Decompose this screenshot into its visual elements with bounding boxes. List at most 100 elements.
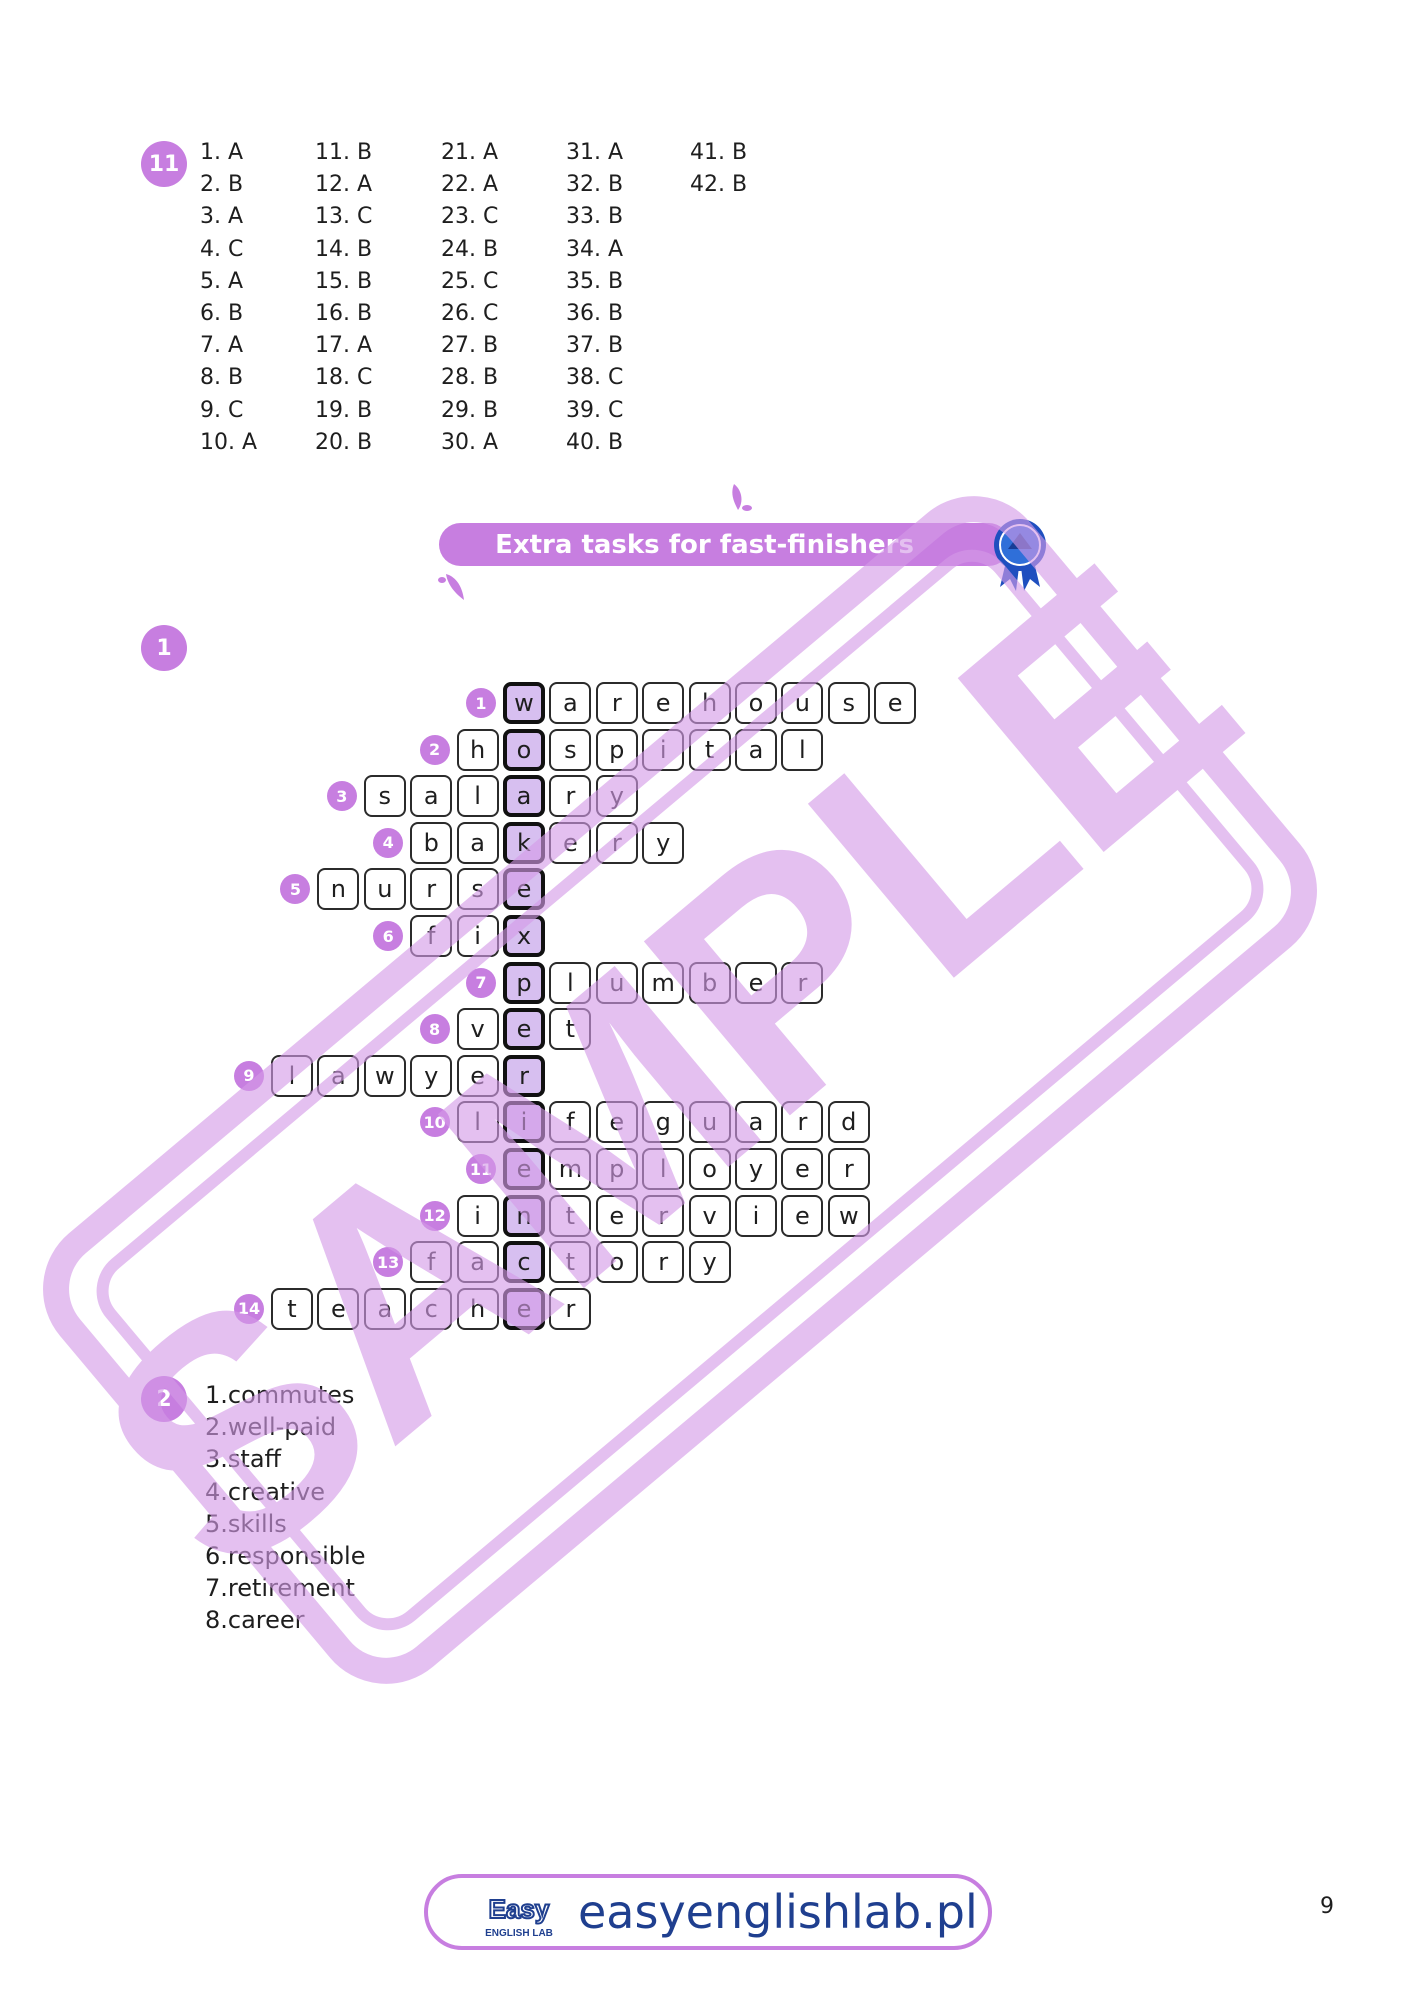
crossword-cell: y [410,1054,453,1097]
crossword-cell: i [456,915,499,957]
crossword-cell: e [317,1287,360,1330]
crossword-cell: l [549,961,592,1004]
easy-english-lab-logo: Easy ENGLISH LAB [485,1893,553,1939]
answer-key-item: 41. B [690,140,748,165]
answer-key-item: 34. A [566,236,624,262]
crossword-cell: l [456,1101,499,1144]
crossword-cell: p [595,728,638,771]
answer-key-item: 16. B [315,300,373,326]
crossword-cell: a [456,821,499,864]
answer-key-item: 13. C [315,204,373,230]
crossword-cell: r [781,961,824,1004]
crossword-cell: t [688,728,731,771]
answer-key-item: 18. C [315,365,373,391]
answer-key-item: 6. B [200,300,244,326]
exercise-2-item: 5.skills [205,1509,287,1538]
answer-key-item: 27. B [441,333,499,359]
crossword-key-cell: e [503,1287,545,1330]
crossword-cell: h [688,682,731,724]
crossword-key-cell: o [503,728,545,771]
crossword-cell: r [410,868,453,911]
crossword-cell: e [735,961,777,1004]
exercise-2-item: 1.commutes [205,1381,355,1409]
crossword-cell: m [549,1148,592,1190]
answer-key-item: 24. B [441,236,499,262]
crossword-key-cell: p [503,961,545,1004]
crossword-cell: l [642,1148,685,1190]
crossword-cell: o [595,1241,638,1284]
clue-number: 10 [419,1107,450,1138]
answer-key-item: 10. A [200,429,258,455]
crossword-cell: l [456,775,499,818]
crossword-key-cell: n [503,1194,545,1237]
crossword-cell: r [642,1241,685,1284]
answer-key-item: 42. B [690,172,748,198]
answer-key-item: 33. B [566,204,624,230]
answer-key-item: 17. A [315,333,373,359]
crossword-cell: b [688,961,731,1004]
answer-key-item: 36. B [566,300,624,326]
answer-key-item: 8. B [200,365,244,391]
crossword-cell: v [688,1194,731,1237]
crossword-cell: r [827,1148,870,1190]
crossword-cell: w [363,1054,406,1097]
svg-text:Easy: Easy [489,1894,550,1924]
clue-number: 13 [373,1247,404,1278]
crossword-cell: f [410,1241,453,1284]
crossword-cell: t [549,1194,592,1237]
crossword-cell: y [642,821,685,864]
crossword-cell: w [827,1194,870,1237]
answer-key-badge: 11 [141,141,187,187]
answer-key-item: 14. B [315,236,373,262]
answer-key-item: 5. A [200,268,244,294]
crossword-cell: o [688,1148,731,1190]
crossword-cell: s [363,775,406,818]
crossword-cell: n [317,868,360,911]
crossword-cell: e [781,1148,824,1190]
crossword-key-cell: r [503,1054,545,1097]
crossword-cell: u [781,682,824,724]
clue-number: 9 [234,1060,264,1091]
exercise-2-badge: 2 [141,1376,187,1422]
exercise-2-item: 8.career [205,1606,305,1635]
crossword-cell: l [271,1054,313,1097]
crossword-cell: i [642,728,685,771]
crossword-cell: e [595,1101,638,1144]
crossword-cell: a [456,1241,499,1284]
answer-key-item: 21. A [441,140,499,165]
crossword-cell: a [549,682,592,724]
crossword-cell: i [735,1194,777,1237]
crossword-cell: m [642,961,685,1004]
crossword-cell: u [688,1101,731,1144]
clue-number: 1 [466,688,496,718]
crossword-key-cell: e [503,1148,545,1190]
crossword-cell: b [410,821,453,864]
crossword-cell: a [317,1054,360,1097]
crossword-key-cell: i [503,1101,545,1144]
crossword-cell: r [595,682,638,724]
crossword-key-cell: w [503,682,545,724]
website-url-link[interactable]: easyenglishlab.pl [578,1885,978,1939]
crossword-cell: s [827,682,870,724]
footer-website-pill[interactable]: Easy ENGLISH LAB easyenglishlab.pl [424,1874,992,1950]
answer-key-item: 35. B [566,268,624,294]
crossword-cell: e [549,821,592,864]
crossword-cell: r [642,1194,685,1237]
crossword-cell: f [410,915,453,957]
answer-key-item: 19. B [315,397,373,423]
crossword-cell: t [549,1008,592,1051]
answer-key-item: 38. C [566,365,624,391]
answer-key-item: 37. B [566,333,624,359]
exercise-2-item: 2.well-paid [205,1413,337,1442]
clue-number: 8 [419,1014,450,1045]
exercise-2-item: 3.staff [205,1445,282,1474]
exercise-2-item: 7.retirement [205,1574,355,1603]
answer-key-item: 40. B [566,429,624,455]
answer-key-column: 41. B 42. B [690,137,747,201]
crossword-cell: e [781,1194,824,1237]
crossword-cell: v [456,1008,499,1051]
